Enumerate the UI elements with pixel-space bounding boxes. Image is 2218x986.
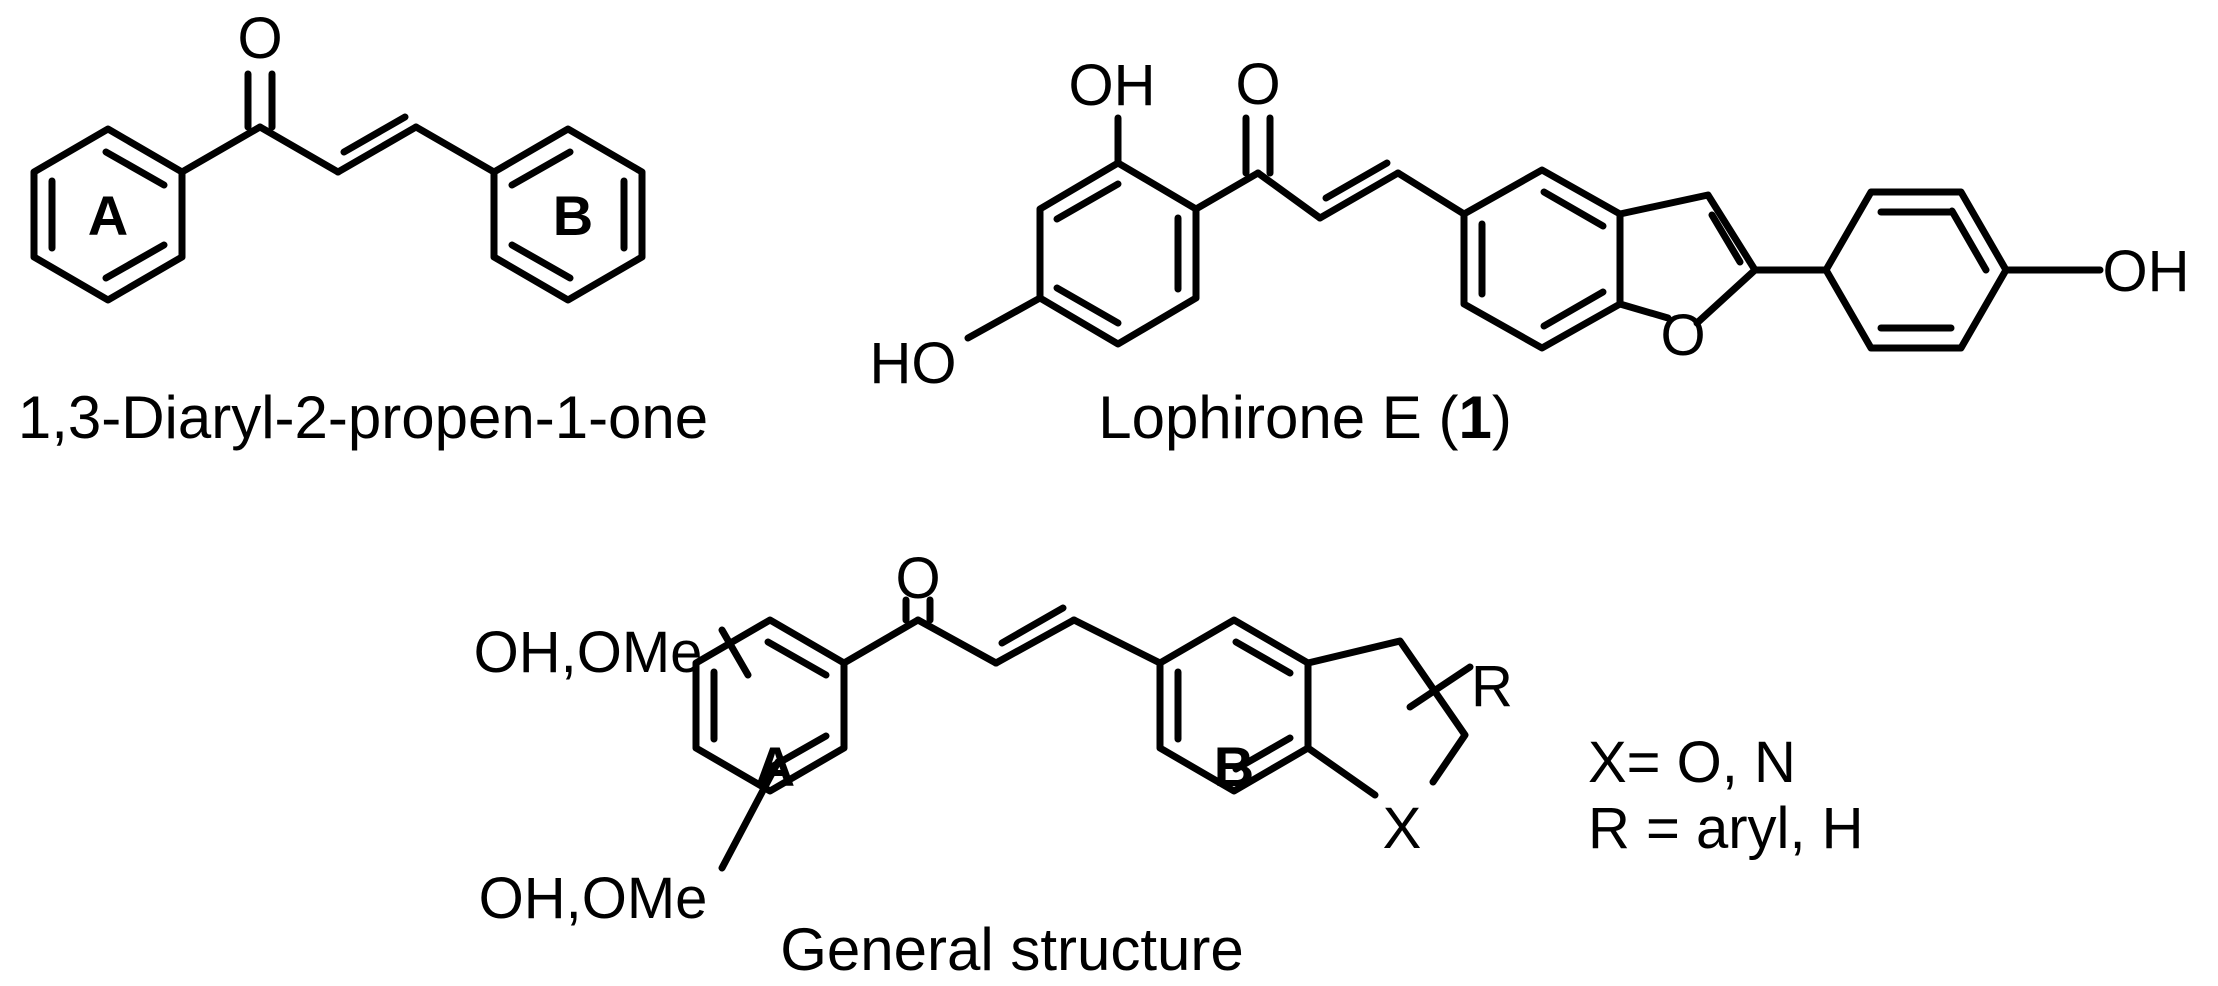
general-ring-a-label: A [755, 735, 795, 798]
chalcone-ring-a [30, 125, 186, 304]
general-hetero-x: X [1383, 796, 1422, 861]
lophirone-furan-oxygen: O [1660, 303, 1705, 368]
lophirone-furan-ring [1616, 191, 1759, 327]
lophirone-oh-left-bond [964, 294, 1044, 342]
general-alkene-inner-bond [998, 604, 1067, 647]
lophirone-resorcinol-inner-bonds [1053, 180, 1182, 327]
chalcone-bond-beta-ring [412, 123, 498, 176]
lophirone-caption: Lophirone E (1) [1098, 384, 1512, 451]
lophirone-bond-carbonyl-alpha [1254, 169, 1324, 222]
chalcone-ring-a-label: A [88, 184, 128, 247]
general-carbonyl-oxygen: O [895, 546, 940, 611]
lophirone-benzofuran-inner-bonds [1478, 188, 1607, 330]
lophirone-structure: OH HO O O OH Lophirone [870, 52, 2190, 451]
lophirone-alkene-inner-bond [1322, 159, 1391, 202]
lophirone-bond-beta-ring [1394, 169, 1468, 218]
chalcone-bond-carbonyl-alpha [256, 123, 342, 176]
chalcone-caption: 1,3-Diaryl-2-propen-1-one [18, 384, 708, 451]
general-r-group: R [1471, 654, 1513, 719]
general-fused-ring-x-bond [1304, 744, 1379, 799]
lophirone-caption-name: Lophirone E ( [1098, 384, 1458, 451]
lophirone-resorcinol-ring [1036, 159, 1200, 348]
general-caption: General structure [780, 916, 1244, 983]
lophirone-oh-top: OH [1069, 53, 1156, 118]
general-note-r: R = aryl, H [1588, 796, 1864, 861]
general-sub-top-bond [718, 626, 752, 679]
general-alkene-bond [992, 616, 1078, 667]
lophirone-oh-right: OH [2103, 239, 2190, 304]
lophirone-oh-left: HO [870, 331, 957, 396]
lophirone-furan-inner-bond [1708, 211, 1744, 266]
lophirone-caption-compound-number: 1 [1458, 384, 1491, 451]
general-sub-bottom-bond [718, 758, 782, 872]
chalcone-structure: O A B 1,3-Diaryl-2-propen-1-one [18, 6, 708, 451]
general-bond-carbonyl-alpha [914, 616, 1000, 667]
lophirone-benzofuran-benzene-ring [1460, 166, 1624, 352]
lophirone-caption-close: ) [1492, 384, 1512, 451]
chalcone-alkene-inner-bond [340, 113, 409, 156]
general-sub-top-label: OH,OMe [474, 620, 703, 685]
chalcone-alkene-bond [334, 123, 420, 176]
lophirone-phenol-inner-bonds [1877, 207, 1990, 332]
chalcone-ring-b-inner-bonds [508, 148, 628, 282]
chalcone-carbonyl-oxygen: O [237, 6, 282, 71]
general-ring-b-inner-bonds [1174, 638, 1294, 773]
general-structure: OH,OMe OH,OMe A O B X R X= O, N R = aryl… [474, 546, 1864, 983]
general-bond-beta-ring [1070, 616, 1164, 667]
general-bond-ring-carbonyl [840, 616, 922, 667]
chalcone-ring-a-inner-bonds [48, 148, 168, 282]
chalcone-ring-b-label: B [553, 184, 593, 247]
lophirone-bond-ring-carbonyl [1192, 169, 1262, 213]
chalcone-ring-b [490, 125, 646, 304]
general-sub-bottom-label: OH,OMe [479, 866, 708, 931]
general-note-x: X= O, N [1588, 730, 1796, 795]
general-r-bond [1406, 663, 1474, 711]
lophirone-alkene-bond [1316, 169, 1402, 222]
lophirone-carbonyl-oxygen: O [1235, 52, 1280, 117]
chalcone-bond-ring-carbonyl [178, 123, 264, 176]
lophirone-furan-o-bond [1616, 300, 1672, 322]
general-ring-b-label: B [1214, 735, 1254, 798]
